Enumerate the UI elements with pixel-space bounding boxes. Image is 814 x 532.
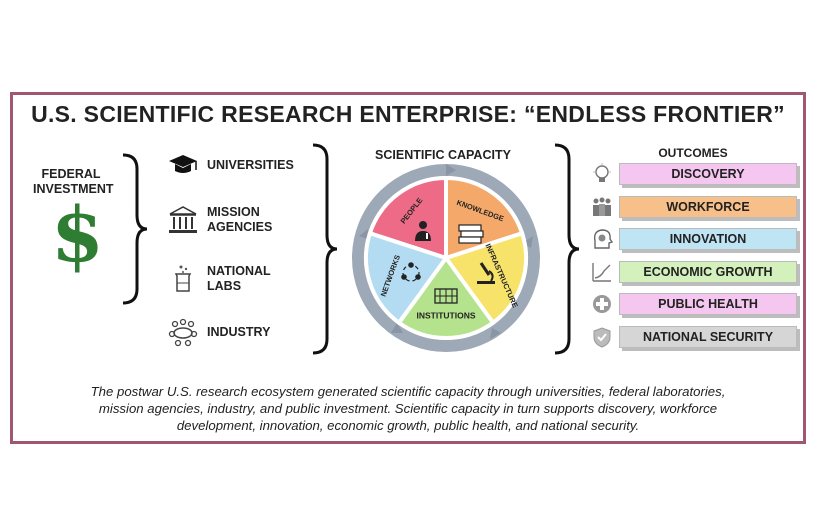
wheel-label-institutions: INSTITUTIONS (416, 310, 475, 320)
outcome-label: DISCOVERY (619, 163, 797, 185)
federal-investment-label: FEDERAL INVESTMENT (33, 167, 114, 197)
source-label: MISSION AGENCIES (207, 205, 273, 234)
outcome-label: INNOVATION (619, 228, 797, 250)
outcome-row: INNOVATION (591, 228, 797, 250)
caption: The postwar U.S. research ecosystem gene… (27, 383, 789, 434)
source-industry: INDUSTRY (167, 317, 270, 347)
right-brace (554, 143, 580, 355)
source-mission-agencies: MISSION AGENCIES (167, 205, 272, 235)
page-title: U.S. SCIENTIFIC RESEARCH ENTERPRISE: “EN… (31, 101, 785, 127)
network-icon (401, 262, 421, 282)
growth-chart-icon (592, 262, 611, 282)
federal-label-line1: FEDERAL (41, 167, 101, 181)
source-label: INDUSTRY (207, 324, 271, 339)
caption-line3: development, innovation, economic growth… (176, 418, 640, 433)
outcome-row: NATIONAL SECURITY (591, 325, 797, 348)
lab-beaker-icon (174, 265, 192, 292)
wheel-segment-infrastructure (442, 230, 528, 326)
government-building-icon (169, 206, 197, 233)
books-icon (458, 224, 484, 244)
middle-brace (312, 143, 338, 355)
scientific-capacity-title: SCIENTIFIC CAPACITY (375, 148, 511, 162)
outcome-label: PUBLIC HEALTH (619, 293, 797, 315)
head-gear-icon (593, 229, 613, 249)
source-label: NATIONAL LABS (207, 264, 271, 293)
ring-arrows (359, 164, 533, 339)
source-national-labs: NATIONAL LABS (167, 264, 271, 294)
microscope-icon (477, 262, 495, 284)
outcome-row: PUBLIC HEALTH (591, 293, 797, 315)
left-brace (122, 153, 148, 305)
scientist-icon (415, 221, 431, 241)
outcome-row: WORKFORCE (591, 195, 797, 218)
outcome-label: ECONOMIC GROWTH (619, 260, 797, 283)
caption-line2: mission agencies, industry, and public i… (98, 401, 718, 416)
building-icon (434, 288, 458, 304)
health-cross-icon (593, 295, 611, 313)
federal-label-line2: INVESTMENT (33, 182, 114, 196)
outcome-label: WORKFORCE (619, 195, 797, 218)
dollar-sign-icon: $ (51, 190, 104, 279)
caption-line1: The postwar U.S. research ecosystem gene… (90, 384, 726, 399)
meeting-table-icon (168, 318, 198, 347)
graduation-cap-icon (169, 155, 197, 173)
outcome-row: ECONOMIC GROWTH (591, 260, 797, 283)
infographic-frame: U.S. SCIENTIFIC RESEARCH ENTERPRISE: “EN… (10, 92, 806, 444)
outcomes-title: OUTCOMES (658, 146, 728, 160)
outcome-label: NATIONAL SECURITY (619, 325, 797, 348)
source-label: UNIVERSITIES (207, 157, 294, 172)
people-group-icon (593, 197, 611, 216)
outcome-row: DISCOVERY (591, 163, 797, 185)
shield-icon (593, 326, 611, 348)
lightbulb-icon (593, 163, 611, 182)
source-universities: UNIVERSITIES (167, 150, 294, 180)
